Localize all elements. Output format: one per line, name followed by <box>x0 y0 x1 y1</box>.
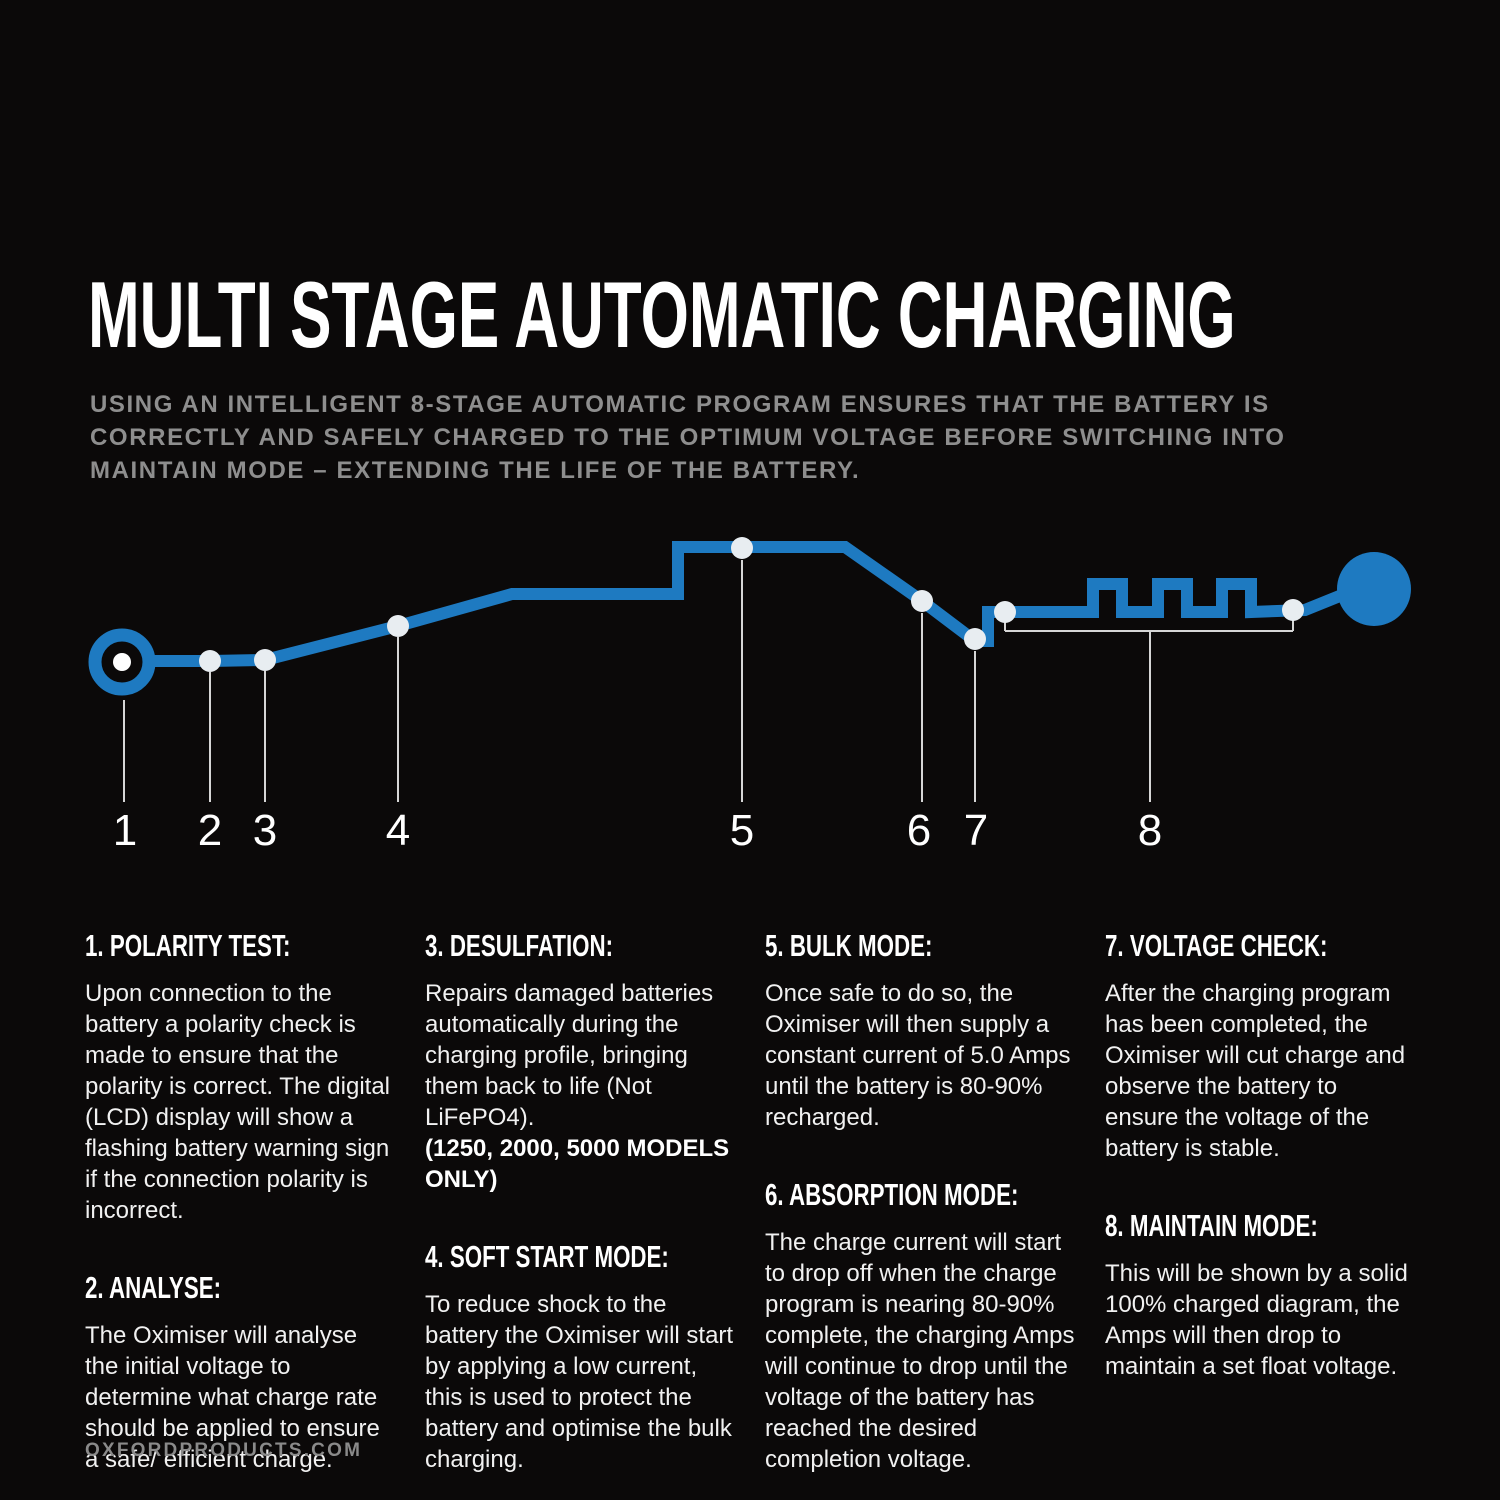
stage-body-7: After the charging program has been comp… <box>1105 980 1406 1162</box>
start-center-dot <box>113 653 131 671</box>
stage-heading-3: 3. DESULFATION: <box>425 928 614 963</box>
stage-number-7: 7 <box>964 806 988 855</box>
stage-descriptions: 1. POLARITY TEST: Upon connection to the… <box>85 928 1425 1500</box>
stage-section-6: 6. ABSORPTION MODE: The charge current w… <box>765 1177 1075 1475</box>
stage-number-4: 4 <box>386 806 410 855</box>
stage-body-8: This will be shown by a solid 100% charg… <box>1105 1260 1408 1380</box>
end-circle <box>1337 552 1411 626</box>
description-column-3: 5. BULK MODE: Once safe to do so, the Ox… <box>765 928 1075 1500</box>
curve-dot-1 <box>199 650 221 672</box>
description-column-4: 7. VOLTAGE CHECK: After the charging pro… <box>1105 928 1415 1500</box>
stage-body-4: To reduce shock to the battery the Oximi… <box>425 1291 734 1473</box>
stage-heading-1: 1. POLARITY TEST: <box>85 928 291 963</box>
start-ring <box>88 628 156 696</box>
stage-heading-7: 7. VOLTAGE CHECK: <box>1105 928 1328 963</box>
stage-heading-4: 4. SOFT START MODE: <box>425 1239 669 1274</box>
stage-number-3: 3 <box>253 806 277 855</box>
description-column-1: 1. POLARITY TEST: Upon connection to the… <box>85 928 395 1500</box>
curve-dot-8 <box>1282 599 1304 621</box>
stage-section-4: 4. SOFT START MODE: To reduce shock to t… <box>425 1239 735 1475</box>
page-title: MULTI STAGE AUTOMATIC CHARGING <box>88 268 1500 362</box>
stage-section-7: 7. VOLTAGE CHECK: After the charging pro… <box>1105 928 1415 1164</box>
curve-dot-4 <box>731 537 753 559</box>
curve-dot-5 <box>911 590 933 612</box>
curve-dot-7 <box>994 601 1016 623</box>
curve-dot-3 <box>387 615 409 637</box>
stage-number-2: 2 <box>198 806 222 855</box>
stage-heading-6: 6. ABSORPTION MODE: <box>765 1177 1019 1212</box>
subtitle-line-3: MAINTAIN MODE – EXTENDING THE LIFE OF TH… <box>90 457 861 484</box>
stage-heading-5: 5. BULK MODE: <box>765 928 933 963</box>
stage-body-1: Upon connection to the battery a polarit… <box>85 980 391 1224</box>
curve-dot-2 <box>254 649 276 671</box>
stage-number-8: 8 <box>1138 806 1162 855</box>
charging-curve-line <box>152 541 1355 667</box>
page-subtitle: USING AN INTELLIGENT 8-STAGE AUTOMATIC P… <box>90 388 1286 487</box>
subtitle-line-2: CORRECTLY AND SAFELY CHARGED TO THE OPTI… <box>90 424 1286 451</box>
subtitle-line-1: USING AN INTELLIGENT 8-STAGE AUTOMATIC P… <box>90 391 1270 418</box>
stage-heading-8: 8. MAINTAIN MODE: <box>1105 1208 1318 1243</box>
description-column-2: 3. DESULFATION: Repairs damaged batterie… <box>425 928 735 1500</box>
curve-dot-6 <box>964 628 986 650</box>
stage-section-1: 1. POLARITY TEST: Upon connection to the… <box>85 928 395 1226</box>
stage-section-8: 8. MAINTAIN MODE: This will be shown by … <box>1105 1208 1415 1382</box>
stage-section-5: 5. BULK MODE: Once safe to do so, the Ox… <box>765 928 1075 1133</box>
stage-body-2: The Oximiser will analyse the initial vo… <box>85 1322 380 1473</box>
footer-url: OXFORDPRODUCTS.COM <box>85 1440 363 1461</box>
stage-number-1: 1 <box>113 806 137 855</box>
stage-section-3: 3. DESULFATION: Repairs damaged batterie… <box>425 928 735 1195</box>
stage-number-6: 6 <box>907 806 931 855</box>
stage-number-5: 5 <box>730 806 754 855</box>
stage-body-5: Once safe to do so, the Oximiser will th… <box>765 980 1071 1131</box>
stage-body-3: Repairs damaged batteries automatically … <box>425 980 714 1131</box>
page-title-text: MULTI STAGE AUTOMATIC CHARGING <box>88 262 1236 367</box>
stage-heading-2: 2. ANALYSE: <box>85 1270 222 1305</box>
stage-body-3-models-note: (1250, 2000, 5000 MODELS ONLY) <box>425 1135 730 1193</box>
stage-body-6: The charge current will start to drop of… <box>765 1229 1075 1473</box>
stage-section-2: 2. ANALYSE: The Oximiser will analyse th… <box>85 1270 395 1475</box>
